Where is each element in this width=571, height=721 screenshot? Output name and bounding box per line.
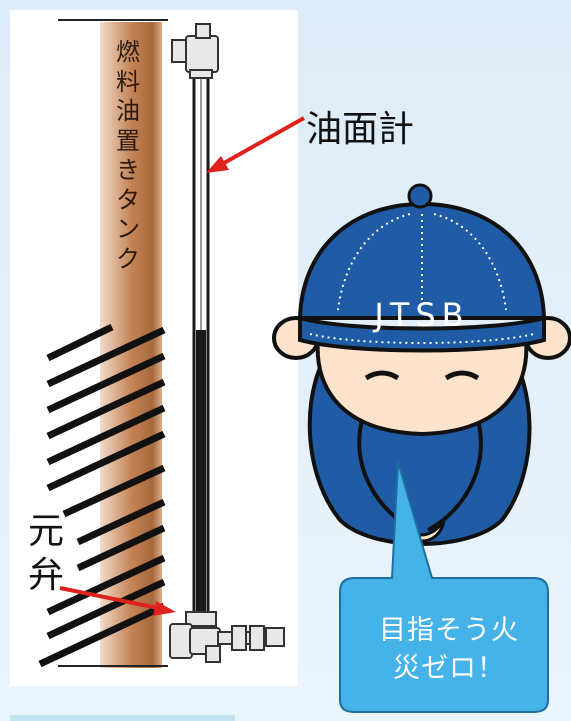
oil-level-gauge — [192, 68, 210, 622]
character-eyebrow-left — [364, 370, 400, 381]
cap-text: JTSB — [372, 296, 469, 334]
valve-arrow — [59, 586, 176, 616]
bottom-strip — [10, 715, 235, 721]
top-valve — [171, 23, 219, 79]
ground-hatching — [38, 323, 166, 668]
speech-bubble — [339, 461, 549, 713]
character-eyebrow-right — [444, 370, 480, 381]
bowing-character: JTSB — [272, 183, 571, 546]
character-arm-right — [427, 419, 483, 532]
main-valve-label: 元弁 — [27, 511, 64, 596]
character-face — [315, 338, 529, 437]
speech-bubble-text: 目指そう火災ゼロ！ — [379, 615, 519, 684]
cap-button — [407, 183, 433, 209]
bottom-valve — [169, 611, 285, 663]
gauge-arrow — [206, 116, 305, 173]
cap-seam-left — [337, 213, 411, 311]
cap-seam-right — [433, 213, 507, 311]
cap-brim — [298, 315, 546, 353]
oil-level-gauge-label: 油面計 — [306, 109, 415, 150]
fuel-tank-label: 燃料油置きタンク — [116, 38, 140, 273]
